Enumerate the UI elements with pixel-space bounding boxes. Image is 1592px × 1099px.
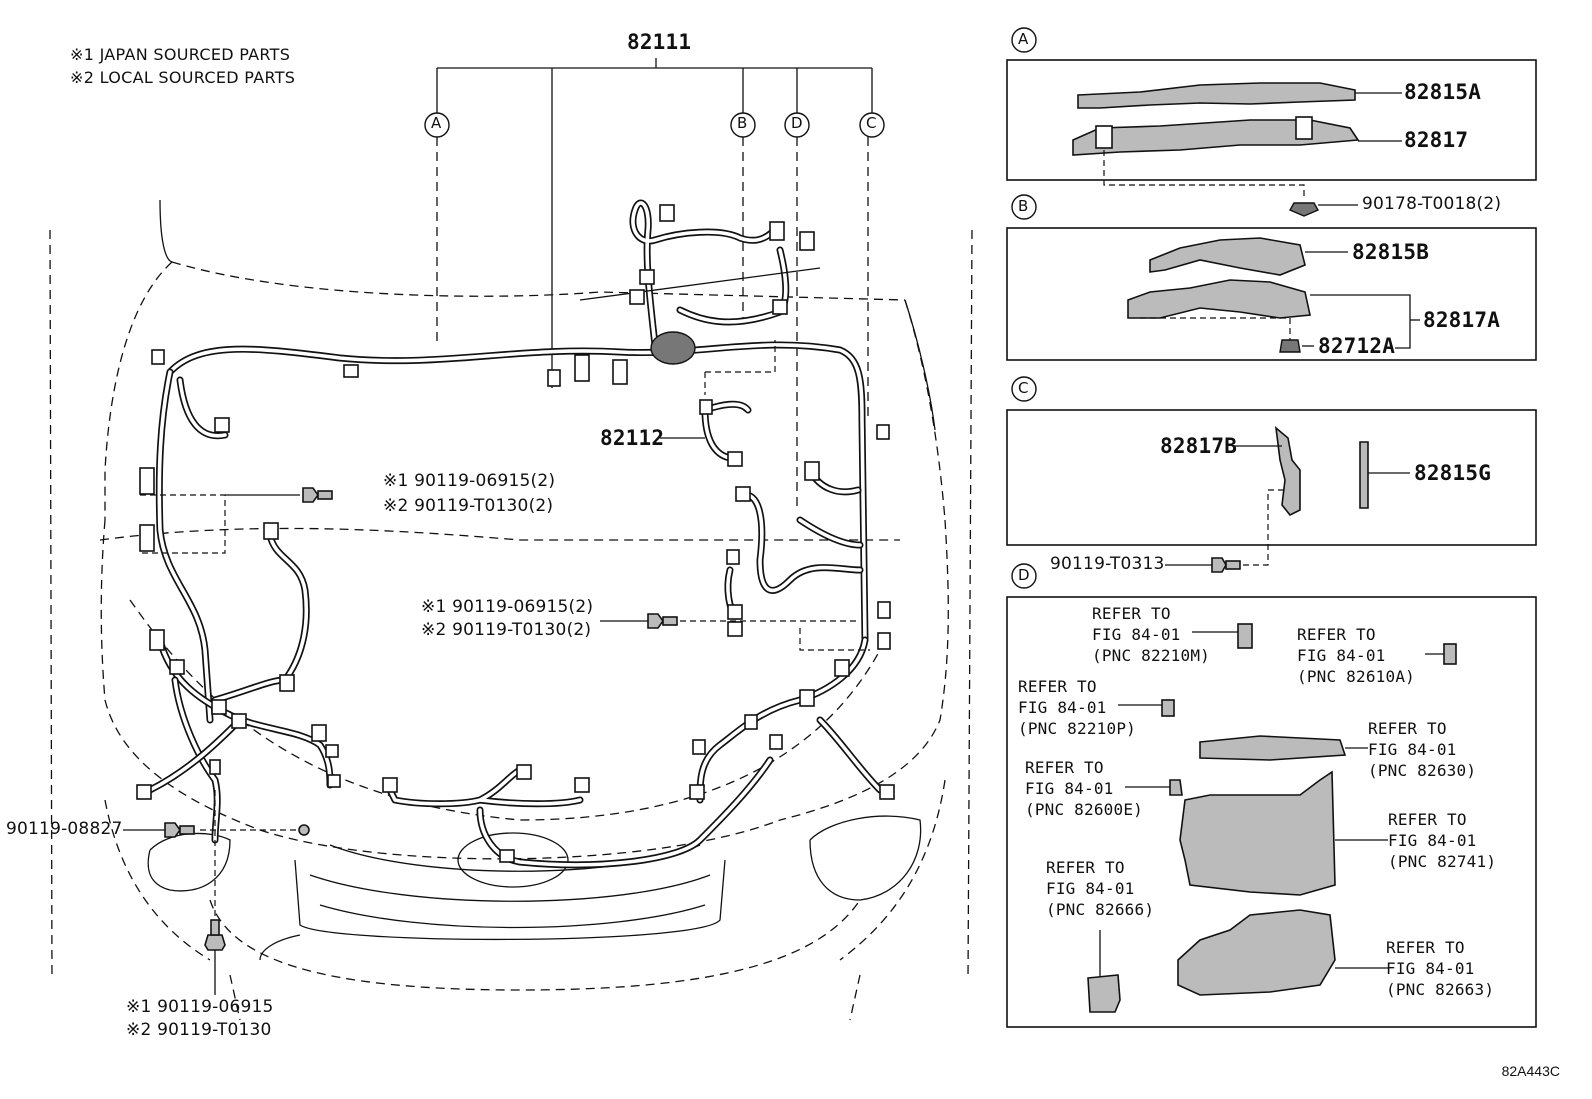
panel-c-tag: C	[1018, 379, 1029, 397]
label-leaders	[123, 437, 705, 995]
panel-d-ref-82663: REFER TO FIG 84-01 (PNC 82663)	[1386, 938, 1495, 999]
panel-c-bolt: 90119-T0313	[1050, 554, 1165, 574]
engine-wire-harness	[146, 199, 884, 869]
callout-b: B	[737, 114, 748, 132]
bolt-icon-bottom	[204, 919, 226, 951]
bolt-label-mid-1: ※1 90119-06915(2)	[421, 597, 594, 617]
bolt-label-front: 90119-08827	[6, 819, 123, 839]
part-label-82111: 82111	[627, 30, 692, 54]
callout-a: A	[431, 114, 442, 132]
note-japan-sourced: ※1 JAPAN SOURCED PARTS	[70, 45, 291, 64]
panel-d-tag: D	[1018, 566, 1030, 584]
panel-b-tag: B	[1018, 197, 1029, 215]
panel-b-graphics	[1006, 194, 1537, 361]
main-callouts	[424, 112, 885, 138]
panel-d-ref-82210m: REFER TO FIG 84-01 (PNC 82210M)	[1092, 604, 1210, 665]
panel-d-graphics	[1006, 563, 1537, 1028]
panel-c-part-82817b: 82817B	[1160, 434, 1238, 458]
panel-a-part-82815a: 82815A	[1404, 80, 1482, 104]
bolt-label-left-1: ※1 90119-06915(2)	[383, 471, 556, 491]
bolt-label-mid-2: ※2 90119-T0130(2)	[421, 620, 592, 640]
panel-d-ref-82666: REFER TO FIG 84-01 (PNC 82666)	[1046, 858, 1155, 919]
panel-c-graphics	[1006, 376, 1537, 573]
figure-code: 82A443C	[1501, 1063, 1560, 1079]
car-body-outline	[49, 199, 973, 1021]
panel-a-tag: A	[1018, 30, 1029, 48]
panel-d-ref-82741: REFER TO FIG 84-01 (PNC 82741)	[1388, 810, 1497, 871]
bolt-label-bottom-1: ※1 90119-06915	[126, 997, 274, 1017]
bolt-leaders	[140, 340, 870, 920]
bolt-label-left-2: ※2 90119-T0130(2)	[383, 496, 554, 516]
panel-d-ref-82630: REFER TO FIG 84-01 (PNC 82630)	[1368, 719, 1477, 780]
panel-b-part-82817a: 82817A	[1423, 308, 1501, 332]
panel-d-ref-82610a: REFER TO FIG 84-01 (PNC 82610A)	[1297, 625, 1415, 686]
note-local-sourced: ※2 LOCAL SOURCED PARTS	[70, 68, 296, 87]
panel-b-part-82815b: 82815B	[1352, 240, 1430, 264]
bolt-icon-mid	[647, 613, 678, 629]
bolt-label-bottom-2: ※2 90119-T0130	[126, 1020, 272, 1040]
callout-c: C	[866, 114, 877, 132]
panel-d-ref-82600e: REFER TO FIG 84-01 (PNC 82600E)	[1025, 758, 1143, 819]
bolt-icon-front	[164, 822, 195, 838]
bolt-icons	[164, 487, 678, 951]
part-label-82112: 82112	[600, 426, 665, 450]
harness-connectors	[136, 204, 895, 863]
panel-a-graphics	[1006, 27, 1537, 217]
callout-d: D	[791, 114, 803, 132]
panel-c-part-82815g: 82815G	[1414, 461, 1492, 485]
panel-a-part-82817: 82817	[1404, 128, 1469, 152]
panel-b-part-82712a: 82712A	[1318, 334, 1396, 358]
bolt-icon-left	[302, 487, 333, 503]
panel-a-clip: 90178-T0018(2)	[1362, 194, 1502, 214]
panel-d-ref-82210p: REFER TO FIG 84-01 (PNC 82210P)	[1018, 677, 1136, 738]
part-82111-leader	[436, 58, 873, 510]
